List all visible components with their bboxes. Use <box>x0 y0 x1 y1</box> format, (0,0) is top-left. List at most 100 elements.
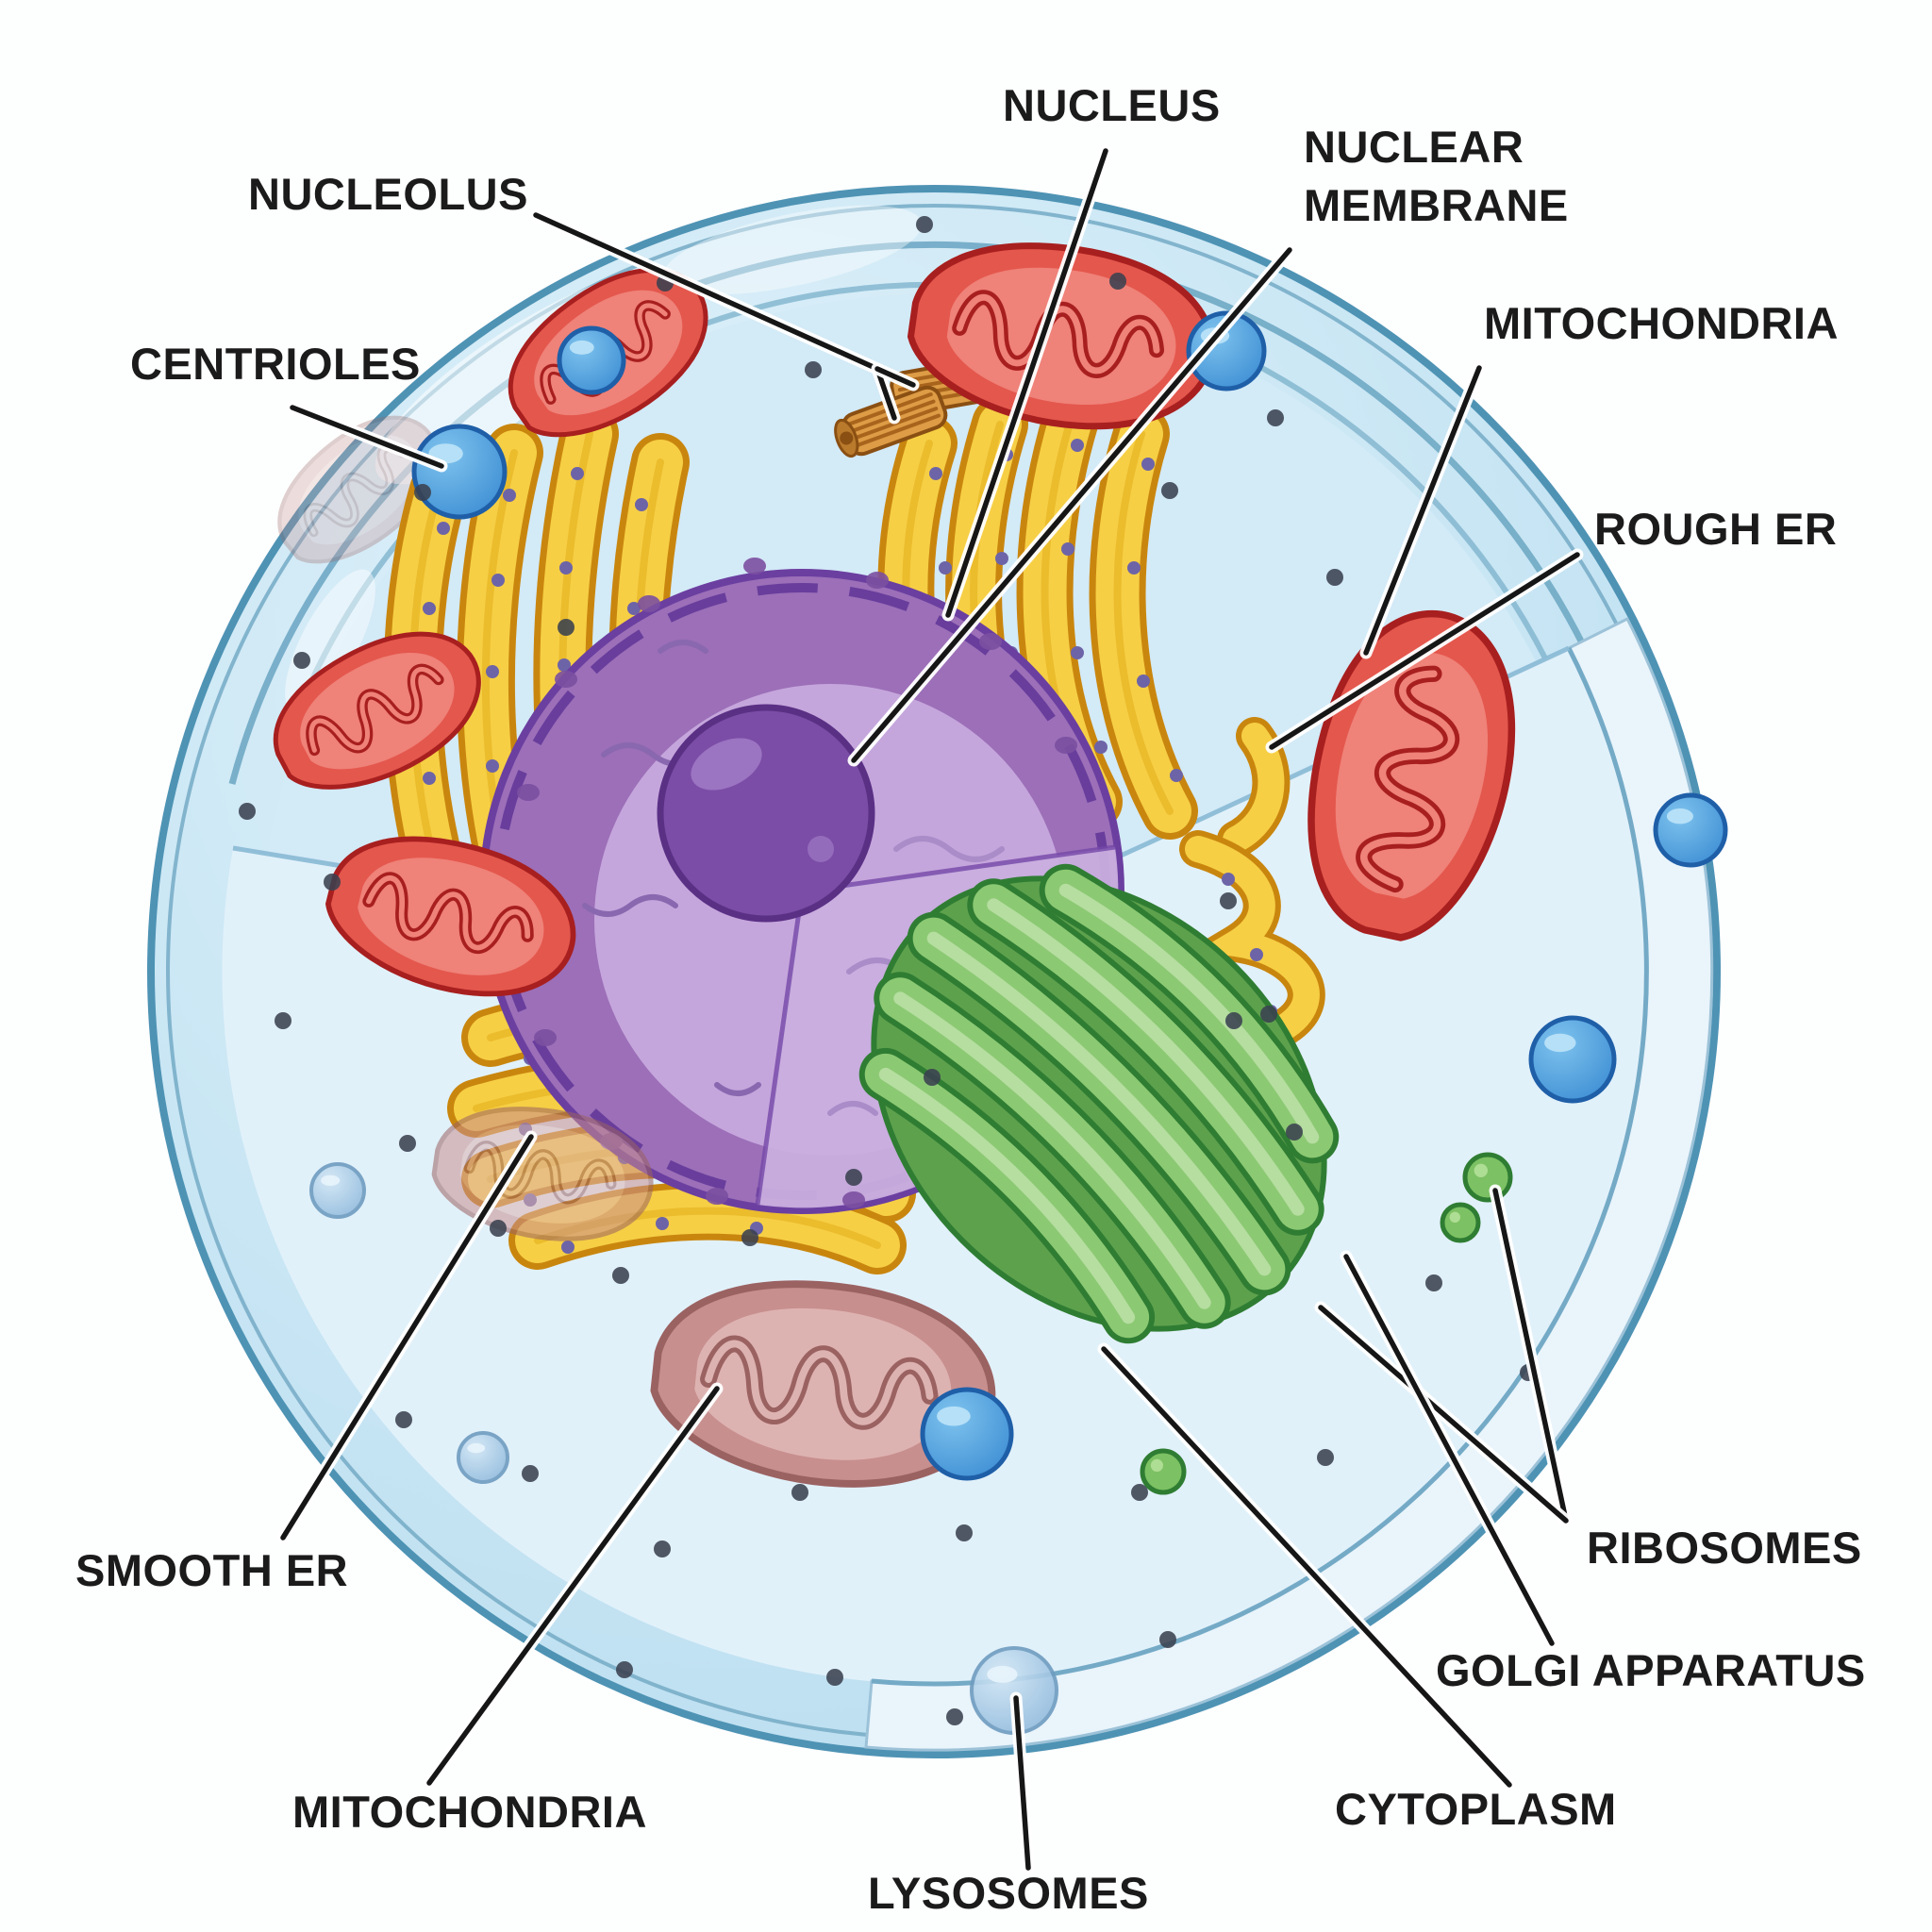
ribosome-dot <box>791 1484 808 1501</box>
er-ribosome-dot <box>423 602 436 615</box>
er-ribosome-dot <box>423 772 436 785</box>
label-ribosomes: RIBOSOMES <box>1587 1523 1862 1573</box>
nucleolus <box>657 704 875 923</box>
label-centrioles: CENTRIOLES <box>130 339 421 389</box>
lysosome <box>411 424 508 520</box>
er-ribosome-dot <box>486 759 499 773</box>
lysosome-body <box>557 325 626 395</box>
nuclear-pore-spot <box>1055 737 1077 754</box>
nuclear-pore-spot <box>743 558 766 575</box>
lysosome-highlight <box>1666 808 1693 824</box>
er-squiggle <box>1179 717 1325 1047</box>
ribosome-dot <box>558 619 575 636</box>
pointer-lines <box>276 144 1584 1874</box>
label-line2: MEMBRANE <box>1304 180 1569 230</box>
ribosome-dot <box>1260 1006 1277 1023</box>
centriole-stripe <box>855 413 941 448</box>
golgi-cisterna-lumen <box>878 1067 1136 1324</box>
er-tube <box>1185 836 1320 1041</box>
mitochondrion-cristae <box>306 445 405 535</box>
chromatin <box>658 640 708 654</box>
nuclear-pore-spot <box>534 1029 557 1046</box>
label-line1: NUCLEAR <box>1304 122 1524 172</box>
mitochondrion-cristae <box>303 442 408 538</box>
label-smooth-er: SMOOTH ER <box>75 1545 348 1595</box>
mitochondrion-matrix <box>459 1124 625 1224</box>
er-ribosome-dot <box>939 561 952 575</box>
er-ribosome-dot <box>635 498 648 511</box>
lysosome-highlight <box>467 1442 486 1454</box>
ribosome-dot <box>324 874 341 891</box>
chromatin <box>714 1082 761 1096</box>
nuclear-pore-spot <box>866 572 889 589</box>
label-nucleolus: NUCLEOLUS <box>248 169 528 219</box>
lysosome-highlight <box>321 1174 341 1186</box>
mitochondrion-cristae <box>705 1340 934 1425</box>
ribosome-dots <box>239 216 1537 1725</box>
golgi-apparatus <box>858 863 1340 1344</box>
er-ribosome-dot <box>1250 948 1263 961</box>
label-golgi-apparatus: GOLGI APPARATUS <box>1436 1645 1866 1695</box>
lysosome <box>1528 1015 1617 1104</box>
lysosome-pale <box>457 1431 509 1484</box>
nuclear-pore-spot <box>842 1191 865 1208</box>
chromatin <box>582 894 678 917</box>
ribosome-dot <box>1317 1449 1334 1466</box>
er-ribosome-dot <box>627 602 641 615</box>
ribosome-dot <box>399 1135 416 1152</box>
lysosome-body <box>1528 1015 1617 1104</box>
label-rough-er: ROUGH ER <box>1594 504 1837 554</box>
mitochondrion-cristae <box>956 293 1160 375</box>
nucleus-cut-edges <box>755 844 1116 1206</box>
label-lysosomes: LYSOSOMES <box>868 1868 1149 1918</box>
golgi-vesicle-body <box>1140 1448 1187 1495</box>
lysosome-body <box>309 1162 366 1219</box>
ribosome-dot <box>612 1267 629 1284</box>
label-nucleus: NUCLEUS <box>1003 80 1221 130</box>
lysosome-highlight <box>569 340 594 355</box>
mitochondrion <box>650 1280 996 1488</box>
ribosome-dot <box>522 1465 539 1482</box>
pointer-line-centrioles <box>290 405 444 469</box>
er-ribosome-dot <box>559 561 573 575</box>
golgi-vesicle-body <box>1440 1202 1481 1243</box>
nuclear-pore-spot <box>638 595 660 612</box>
lysosome-body <box>1653 792 1728 868</box>
ribosome-dot <box>946 1708 963 1725</box>
label-mitochondria-bottom: MITOCHONDRIA <box>292 1787 647 1837</box>
lysosome-body <box>457 1431 509 1484</box>
pointer-line-nuclear-membrane <box>851 247 1292 763</box>
lysosome <box>1653 792 1728 868</box>
lysosome <box>557 325 626 395</box>
pointer-line-smooth-er <box>280 1134 534 1541</box>
er-ribosome-dot <box>1094 741 1108 754</box>
label-mitochondria-top: MITOCHONDRIA <box>1484 298 1839 348</box>
nuclear-pore-spot <box>555 671 577 688</box>
pointer-line-mitochondria-bottom <box>426 1386 720 1786</box>
chromatin <box>827 1101 878 1116</box>
er-ribosome-dot <box>558 658 571 672</box>
pointer-line-nucleolus <box>874 366 916 388</box>
lysosome-body <box>411 424 508 520</box>
er-ribosome-dot <box>503 489 516 502</box>
golgi-cisterna-lumen <box>987 898 1305 1216</box>
er-tube-fold <box>1113 430 1174 815</box>
ribosome-dot <box>805 361 822 378</box>
pointer-line-cytoplasm <box>1101 1346 1512 1788</box>
golgi-vesicle-body <box>1462 1152 1513 1203</box>
er-ribosome-dot <box>561 1241 575 1254</box>
nucleolus-highlight <box>691 738 762 791</box>
ribosome-dot <box>414 484 431 501</box>
ribosome-dot <box>956 1524 973 1541</box>
nuclear-pore-spot <box>979 633 1002 650</box>
er-ribosome-dot <box>929 467 942 480</box>
golgi-vesicle-highlight <box>1150 1458 1163 1472</box>
er-tube <box>1223 723 1285 853</box>
ribosome-dot <box>616 1661 633 1678</box>
lysosome-pale <box>309 1162 366 1219</box>
mitochondrion-cristae <box>1360 670 1456 889</box>
golgi-vesicle <box>1140 1448 1187 1495</box>
er-ribosome-dot <box>1127 561 1141 575</box>
